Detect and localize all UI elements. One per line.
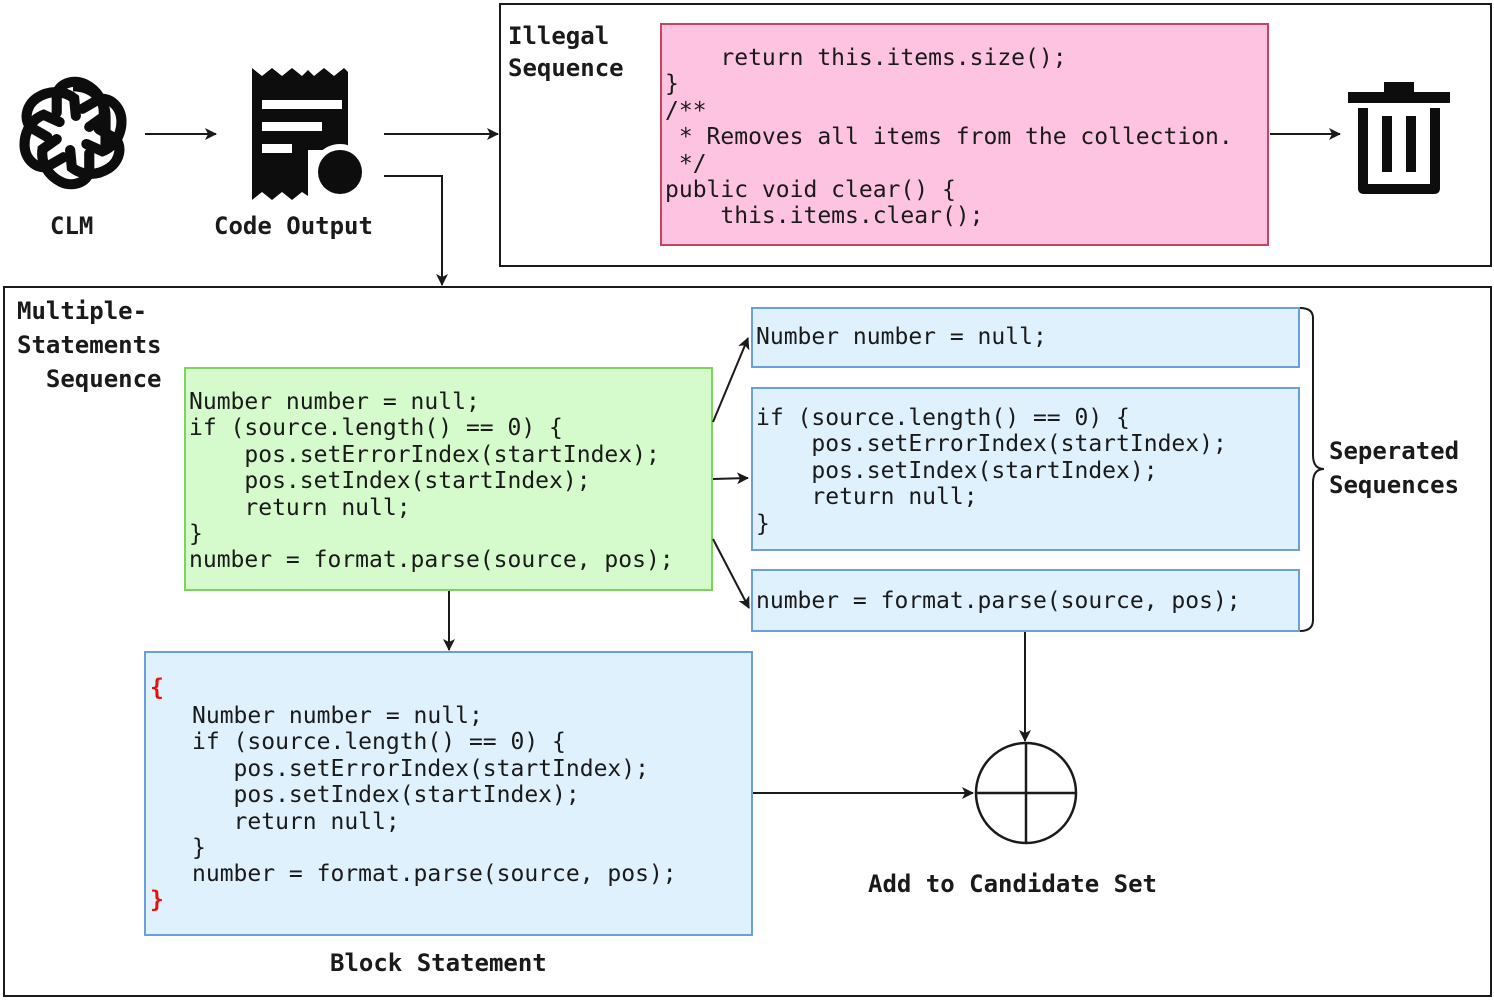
circle-plus-icon (974, 741, 1078, 845)
block-statement-box: { Number number = null; if (source.lengt… (144, 651, 753, 936)
arrow-multiple-to-sep2 (712, 472, 749, 485)
arrow-output-to-multiple (384, 175, 448, 286)
multiple-statements-panel (3, 286, 1492, 997)
separated-sequence-3: number = format.parse(source, pos); (751, 569, 1300, 632)
openai-logo-icon (19, 76, 127, 190)
arrow-multiple-to-sep1 (712, 337, 750, 423)
illegal-code-box: return this.items.size(); } /** * Remove… (660, 23, 1269, 246)
separated-code-1: Number number = null; (756, 324, 1047, 350)
multiple-statements-code: Number number = null; if (source.length(… (189, 389, 674, 574)
receipt-document-icon (252, 68, 368, 200)
clm-label: CLM (50, 212, 94, 240)
block-open-brace: { (150, 675, 164, 701)
separated-sequences-label: Seperated Sequences (1329, 437, 1460, 499)
separated-brace (1299, 307, 1325, 632)
separated-code-2: if (source.length() == 0) { pos.setError… (756, 405, 1227, 537)
arrow-multiple-to-sep3 (712, 538, 750, 609)
illegal-code: return this.items.size(); } /** * Remove… (665, 45, 1233, 230)
block-close-brace: } (150, 887, 164, 913)
multiple-statements-code-box: Number number = null; if (source.length(… (184, 367, 713, 591)
separated-sequence-2: if (source.length() == 0) { pos.setError… (751, 387, 1300, 551)
illegal-sequence-panel (499, 3, 1492, 267)
separated-sequence-1: Number number = null; (751, 307, 1300, 368)
code-output-label: Code Output (214, 212, 373, 240)
separated-code-3: number = format.parse(source, pos); (756, 588, 1241, 614)
block-statement-code: Number number = null; if (source.length(… (192, 703, 677, 888)
add-to-candidate-set-label: Add to Candidate Set (868, 870, 1157, 898)
multiple-statements-label: Multiple- Statements Sequence (17, 297, 162, 393)
illegal-sequence-label: Illegal Sequence (508, 22, 624, 82)
block-statement-label: Block Statement (330, 949, 547, 977)
trash-can-icon (1348, 82, 1450, 194)
